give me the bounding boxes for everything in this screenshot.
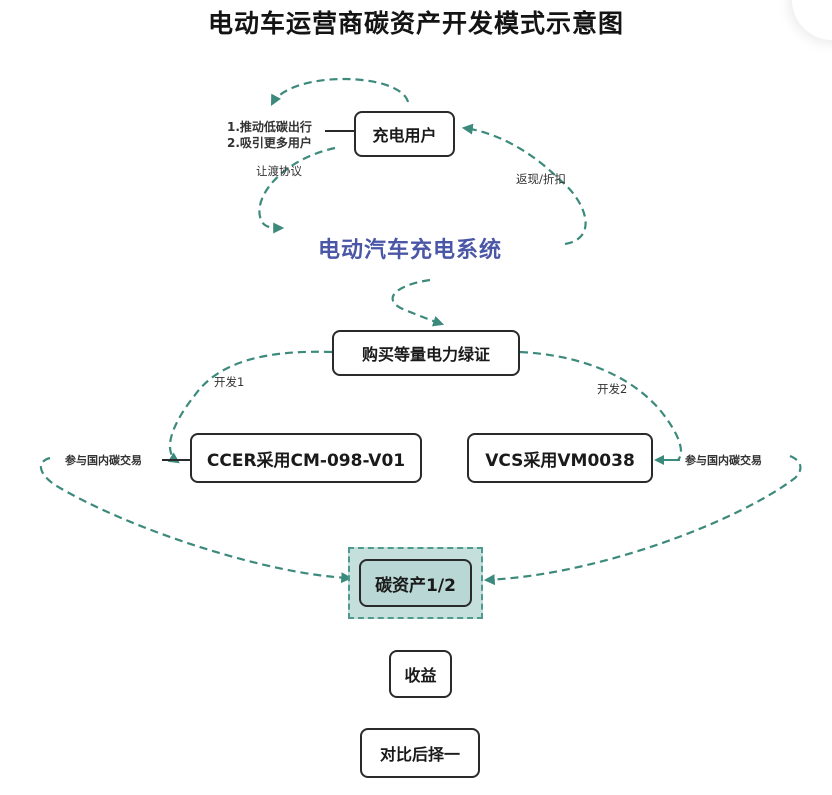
node-ccer-text: CCER采用CM-098-V01 bbox=[206, 450, 406, 471]
connector-system-to-cert bbox=[391, 278, 445, 327]
label-domestic-trade-left: 参与国内碳交易 bbox=[65, 454, 142, 467]
label-develop-1: 开发1 bbox=[214, 375, 245, 389]
node-compare-choose: 对比后择一 bbox=[360, 728, 480, 778]
label-user-benefits-2: 2.吸引更多用户 bbox=[227, 136, 312, 150]
node-revenue-text: 收益 bbox=[404, 666, 437, 685]
node-vcs: VCS采用VM0038 bbox=[467, 433, 653, 483]
node-carbon-asset-text: 碳资产1/2 bbox=[375, 575, 456, 596]
label-develop-2: 开发2 bbox=[597, 382, 628, 396]
label-transfer-agreement: 让渡协议 bbox=[256, 164, 302, 178]
node-compare-choose-text: 对比后择一 bbox=[379, 745, 460, 764]
node-ccer: CCER采用CM-098-V01 bbox=[190, 433, 422, 483]
node-revenue: 收益 bbox=[389, 650, 452, 698]
diagram-title: 电动车运营商碳资产开发模式示意图 bbox=[207, 9, 624, 38]
label-domestic-trade-right: 参与国内碳交易 bbox=[685, 454, 762, 467]
connector-develop-2 bbox=[519, 350, 683, 461]
connector-transfer-agreement bbox=[258, 146, 336, 234]
connector-rebate bbox=[461, 123, 587, 246]
node-buy-green-cert: 购买等量电力绿证 bbox=[332, 330, 520, 376]
connector-user-to-benefits bbox=[270, 77, 410, 106]
node-charging-user-text: 充电用户 bbox=[372, 126, 437, 145]
connector-left-trade bbox=[39, 456, 353, 584]
node-vcs-text: VCS采用VM0038 bbox=[485, 450, 635, 471]
node-buy-green-cert-text: 购买等量电力绿证 bbox=[361, 345, 490, 364]
node-carbon-asset: 碳资产1/2 bbox=[359, 559, 472, 607]
node-charging-user: 充电用户 bbox=[354, 111, 455, 157]
ev-charging-system-title: 电动汽车充电系统 bbox=[318, 238, 503, 263]
label-user-benefits-1: 1.推动低碳出行 bbox=[227, 120, 312, 134]
label-rebate-discount: 返现/折扣 bbox=[516, 172, 566, 186]
connector-right-trade bbox=[483, 454, 802, 586]
connector-develop-1 bbox=[167, 350, 333, 464]
